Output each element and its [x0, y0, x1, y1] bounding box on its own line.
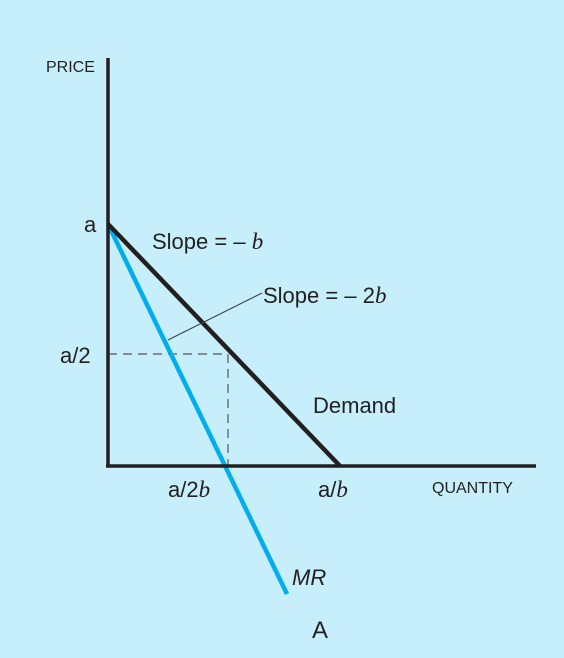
mr-label: MR: [292, 565, 326, 590]
y-half-label: a/2: [60, 343, 91, 368]
mr-slope-leader: [167, 292, 263, 341]
panel-label: A: [312, 617, 328, 644]
y-intercept-label: a: [84, 212, 97, 237]
mr-slope-label: Slope = – 2b: [263, 283, 386, 308]
x-mr-intercept-num: a/2: [168, 477, 199, 502]
demand-label: Demand: [313, 393, 396, 418]
marginal-revenue-line: [105, 223, 290, 595]
x-demand-intercept-var: b: [336, 477, 348, 502]
y-axis-label: PRICE: [46, 59, 95, 76]
x-mr-intercept-label: a/2b: [168, 477, 210, 502]
demand-line: [106, 222, 342, 468]
x-mr-intercept-var: b: [199, 477, 211, 502]
demand-slope-var: b: [252, 229, 264, 254]
x-axis-label: QUANTITY: [432, 480, 513, 497]
demand-slope-label: Slope = – b: [152, 229, 263, 254]
x-demand-intercept-label: a/b: [318, 477, 348, 502]
mr-slope-prefix: Slope = – 2: [263, 283, 375, 308]
demand-slope-prefix: Slope = –: [152, 229, 252, 254]
x-demand-intercept-num: a/: [318, 477, 337, 502]
mr-slope-var: b: [375, 283, 387, 308]
